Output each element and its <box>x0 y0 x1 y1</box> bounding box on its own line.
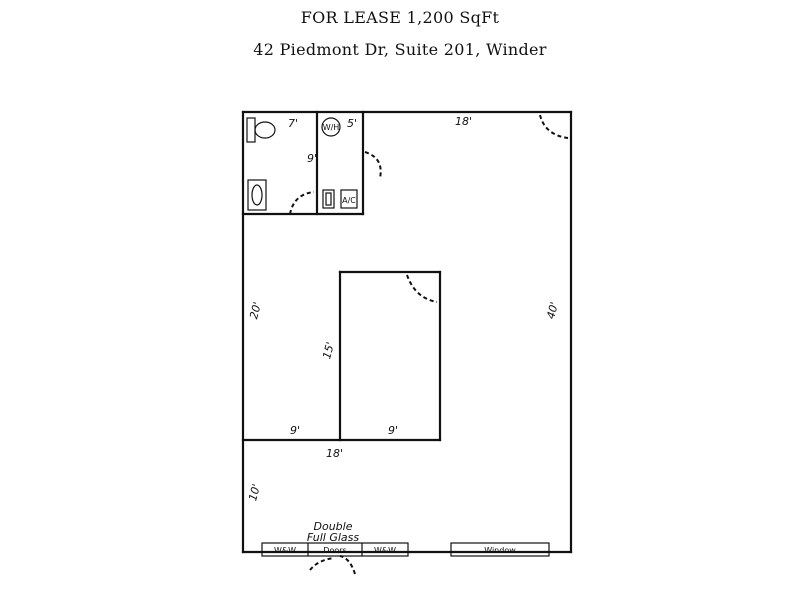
front-door-swing-left <box>309 557 335 571</box>
water-heater-icon: W/H <box>321 117 341 137</box>
outer-walls <box>241 110 573 554</box>
dimension-left-upper: 20' <box>247 301 264 321</box>
doors-label: Doors <box>323 546 346 555</box>
front-door-swing-right <box>339 555 356 575</box>
dimension-bath-width: 7' <box>288 117 298 130</box>
restroom-block <box>241 110 365 216</box>
dimension-left-bottom: 9' <box>290 424 300 437</box>
window-label: Window <box>484 546 516 555</box>
dimension-office-bottom: 9' <box>388 424 398 437</box>
door-note-line1: Double <box>314 520 353 533</box>
dimension-top-right: 18' <box>455 115 472 128</box>
listing-address: 42 Piedmont Dr, Suite 201, Winder <box>253 40 547 59</box>
window-left-label: W&W <box>274 546 296 555</box>
door-note-line2: Full Glass <box>307 531 360 544</box>
ac-unit-label: A/C <box>342 196 356 205</box>
utility-box-icon <box>322 189 335 209</box>
ac-unit-icon: A/C <box>340 189 358 209</box>
water-heater-label: W/H <box>323 123 340 132</box>
office-room <box>241 270 442 442</box>
window-right-label: W&W <box>374 546 396 555</box>
restroom-door-swing <box>289 191 315 215</box>
dimension-utility-width: 5' <box>347 117 357 130</box>
dimension-right-side: 40' <box>544 301 561 321</box>
office-door-swing <box>406 274 438 303</box>
toilet-icon <box>246 117 276 143</box>
dimension-bath-depth: 9' <box>307 152 317 165</box>
utility-door-swing <box>364 151 382 179</box>
listing-title: FOR LEASE 1,200 SqFt <box>300 8 500 27</box>
corner-door-swing <box>539 114 569 139</box>
dimension-office-height: 15' <box>320 341 337 361</box>
storefront <box>261 542 550 557</box>
sink-icon <box>247 179 267 211</box>
dimension-partition: 18' <box>326 447 343 460</box>
dimension-left-lower: 10' <box>246 483 263 503</box>
